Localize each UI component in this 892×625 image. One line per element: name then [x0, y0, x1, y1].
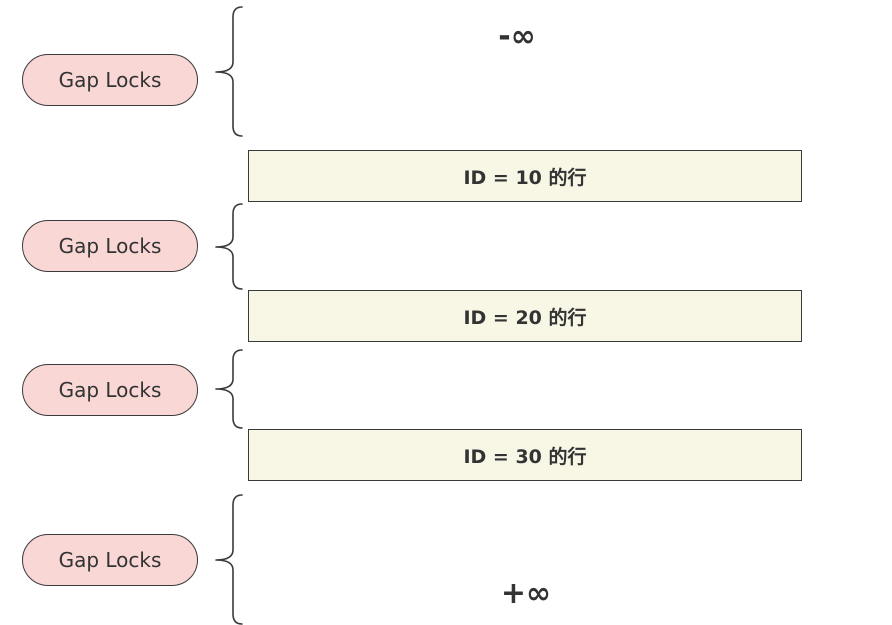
record-row-node: ID = 20 的行 — [248, 290, 802, 342]
gap-lock-node: Gap Locks — [22, 220, 198, 272]
record-row-node: ID = 10 的行 — [248, 150, 802, 202]
gap-lock-node: Gap Locks — [22, 534, 198, 586]
brace-3 — [215, 349, 243, 429]
brace-4 — [215, 494, 243, 625]
upper-bound-label: +∞ — [500, 576, 552, 611]
brace-2 — [215, 203, 243, 290]
brace-1 — [215, 6, 243, 137]
gap-lock-node: Gap Locks — [22, 54, 198, 106]
lower-bound-label: -∞ — [498, 19, 536, 54]
record-row-node: ID = 30 的行 — [248, 429, 802, 481]
gap-lock-node: Gap Locks — [22, 364, 198, 416]
